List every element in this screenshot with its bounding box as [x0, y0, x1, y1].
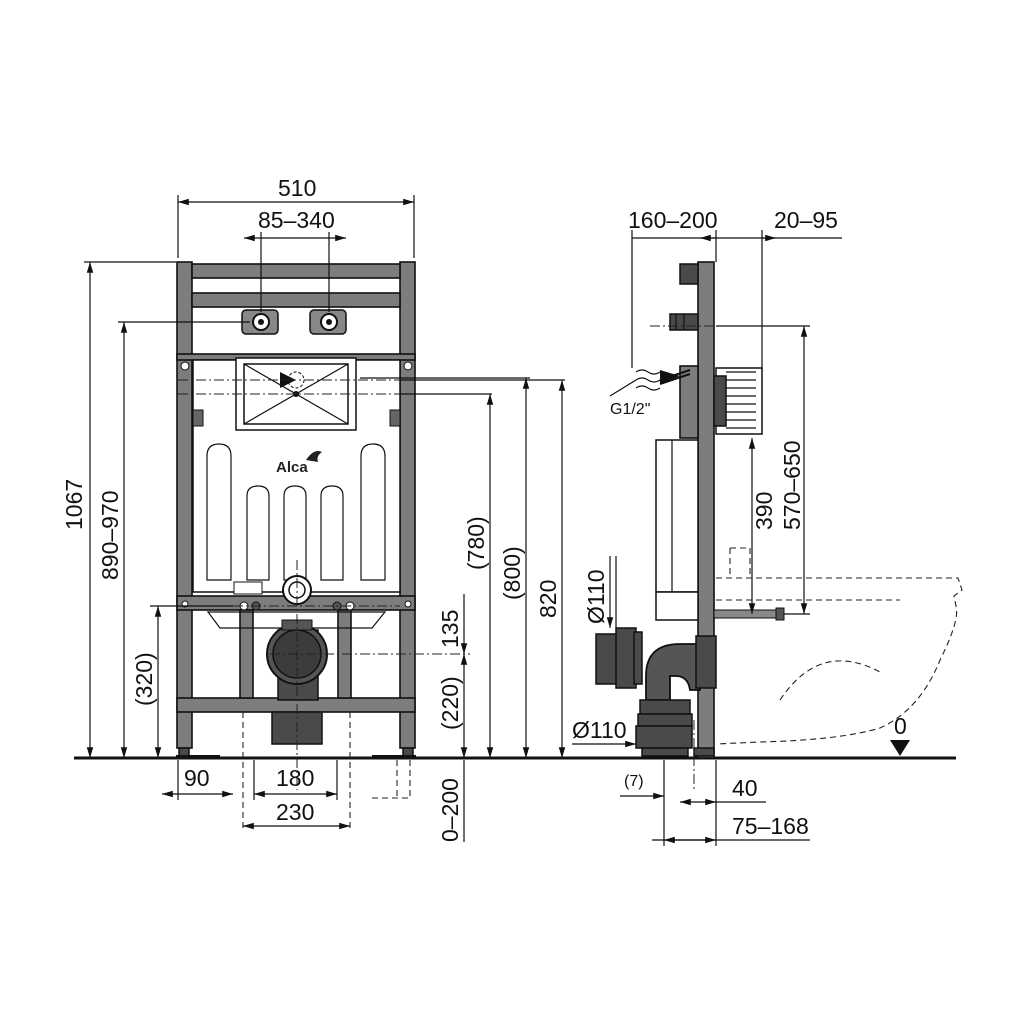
drain-pipe-side-icon [595, 627, 717, 757]
dim-inlet-height: 890–970 [97, 490, 123, 580]
dim-overall-height: 1067 [61, 479, 87, 530]
dim-button-820: 820 [535, 580, 561, 618]
dim-foot-offset: 90 [184, 765, 210, 791]
brand-logo: Alca [276, 459, 308, 476]
label-connection: G1/2" [610, 401, 650, 418]
dim-outlet-depth: 75–168 [732, 813, 809, 839]
dim-offset-40: 40 [732, 775, 758, 801]
flush-button-side-icon [713, 367, 763, 435]
dim-gap: (7) [624, 773, 644, 790]
dim-outlet-height: (220) [437, 676, 463, 730]
dim-drain-width: 230 [276, 799, 314, 825]
dim-wall-offset: 20–95 [774, 207, 838, 233]
wc-bowl-outline [715, 547, 963, 745]
front-extension-lines [84, 195, 565, 800]
dim-bolt-spacing: 180 [276, 765, 314, 791]
swallow-icon [306, 451, 322, 462]
side-dimension-lines [572, 234, 842, 844]
dim-bracket-height: (320) [131, 652, 157, 706]
dim-button-800: (800) [499, 546, 525, 600]
dim-overall-width: 510 [278, 175, 316, 201]
front-dimension-lines [86, 198, 566, 842]
dim-depth-range: 160–200 [628, 207, 718, 233]
label-floor-level: 0 [894, 713, 907, 739]
dim-floor-adjust: 0–200 [437, 778, 463, 842]
dim-pipe-diameter-top: Ø110 [583, 569, 609, 624]
valve-side-icon [635, 369, 691, 391]
dim-outlet-offset: 135 [437, 610, 463, 648]
floor-level-icon [890, 740, 910, 756]
side-frame [655, 261, 715, 759]
dim-button-780: (780) [463, 516, 489, 570]
side-extension-lines [615, 230, 810, 846]
dim-pipe-diameter-bottom: Ø110 [572, 717, 627, 743]
mounting-bolt-icon [713, 607, 785, 621]
front-frame [176, 261, 416, 757]
water-inlet-icon [241, 309, 347, 335]
dim-outlet-height-side: 570–650 [779, 440, 805, 530]
dim-bolt-height: 390 [751, 492, 777, 530]
dim-inlet-spacing: 85–340 [258, 207, 335, 233]
